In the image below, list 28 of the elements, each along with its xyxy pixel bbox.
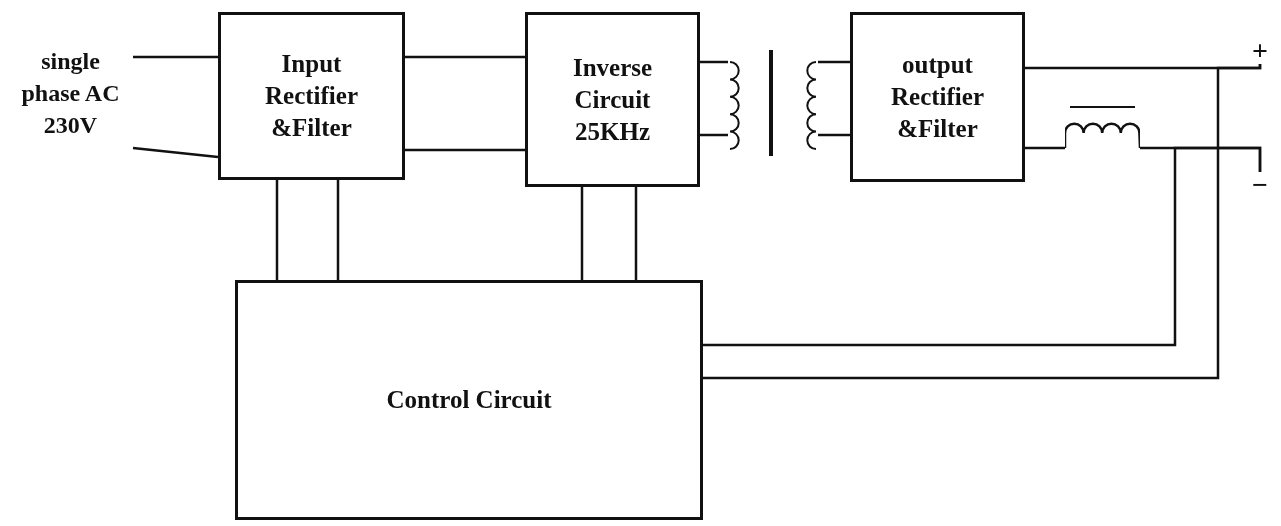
wire	[405, 55, 525, 59]
wire	[700, 60, 728, 64]
wire	[580, 187, 584, 280]
terminal-label: +	[1252, 35, 1268, 67]
terminal-label: −	[1252, 169, 1268, 201]
wire	[700, 133, 728, 137]
wire	[336, 180, 340, 280]
wire	[818, 60, 850, 64]
control-block	[235, 280, 703, 520]
wire	[275, 180, 279, 280]
inverter-block	[525, 12, 700, 187]
rectifier-block	[850, 12, 1025, 182]
wire	[634, 187, 638, 280]
wire	[703, 146, 1262, 347]
wire	[818, 133, 850, 137]
transformer-symbol	[728, 48, 818, 158]
wire	[132, 146, 219, 159]
block-label: Input Rectifier &Filter	[264, 49, 359, 143]
input-label: single phase AC 230V	[20, 47, 121, 140]
wire	[703, 63, 1262, 380]
block-label: Inverse Circuit 25KHz	[571, 52, 654, 147]
wire	[1025, 146, 1065, 150]
wire	[405, 148, 525, 152]
rectifier-block	[218, 12, 405, 180]
inductor-symbol	[1065, 103, 1140, 150]
wire	[133, 55, 218, 59]
block-label: Control Circuit	[386, 385, 552, 415]
block-label: output Rectifier &Filter	[890, 50, 985, 144]
